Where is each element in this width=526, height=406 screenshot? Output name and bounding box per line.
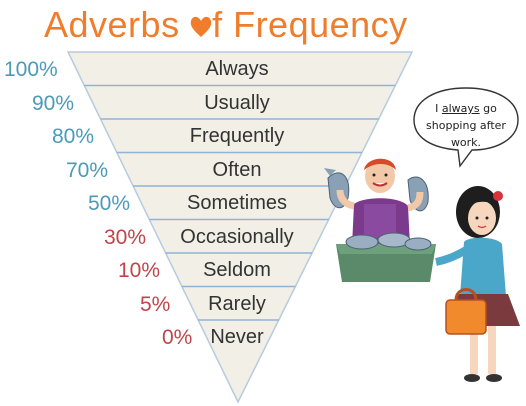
- percent-label: 80%: [52, 125, 95, 148]
- percent-label: 30%: [104, 225, 147, 249]
- adverb-label: Usually: [204, 91, 270, 114]
- percent-label: 0%: [162, 326, 193, 349]
- girl-with-bag-figure: [435, 186, 520, 382]
- adverb-label: Seldom: [203, 259, 271, 281]
- fish-seller-figure: [324, 158, 436, 282]
- speech-bubble-text: I always go shopping after work.: [418, 100, 514, 151]
- bubble-line-1: I always go: [435, 102, 497, 115]
- shopping-illustration: [324, 158, 520, 382]
- adverb-label: Sometimes: [186, 192, 288, 214]
- percent-label: 50%: [88, 192, 131, 215]
- adverb-label: Rarely: [208, 292, 266, 315]
- title-part-1: Adverbs: [44, 4, 191, 45]
- funnel-shape: [66, 51, 414, 404]
- bubble-line-3: work.: [450, 136, 482, 149]
- adverb-label: Always: [205, 58, 269, 80]
- adverb-label: Frequently: [189, 125, 285, 147]
- percent-label: 10%: [118, 259, 161, 282]
- title-part-2: f Frequency: [212, 4, 408, 45]
- adverb-label: Never: [210, 326, 264, 348]
- percent-label: 100%: [4, 58, 58, 81]
- funnel-dividers: [84, 84, 396, 321]
- percent-label: 90%: [32, 91, 75, 115]
- speech-bubble: [413, 87, 519, 168]
- adverb-label: Often: [212, 158, 262, 181]
- adverb-label: Occasionally: [180, 225, 294, 248]
- percent-label: 5%: [140, 292, 171, 316]
- heart-icon: [190, 16, 212, 37]
- page-title: Adverbs f Frequency: [44, 4, 408, 46]
- bubble-line-2: shopping after: [426, 119, 506, 132]
- percent-label: 70%: [66, 158, 109, 182]
